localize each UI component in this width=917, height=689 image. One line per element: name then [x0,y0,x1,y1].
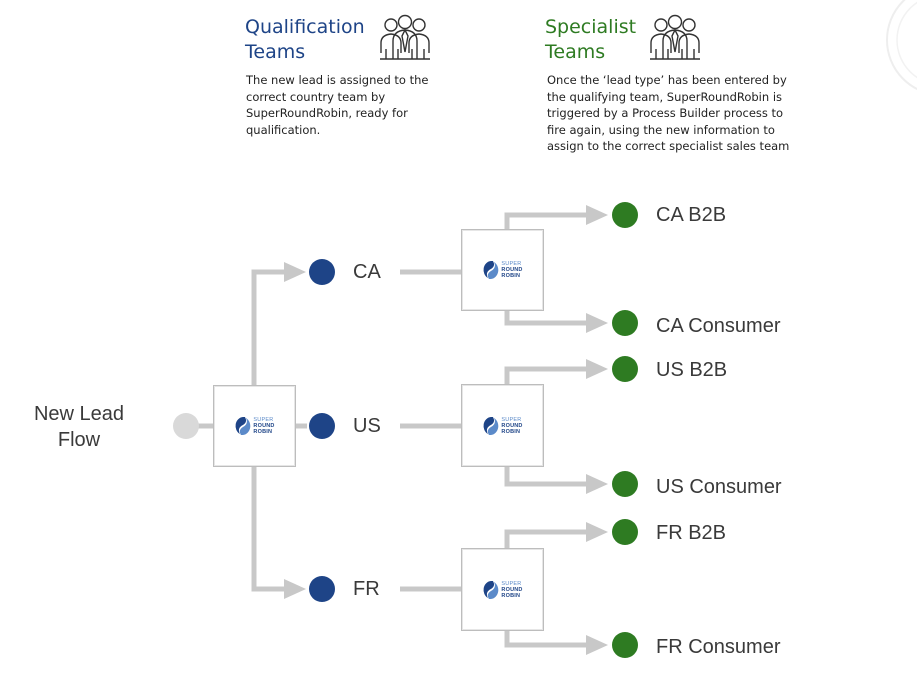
team-label-fr-b2b: FR B2B [656,522,727,544]
connector-fr-consumer [504,629,590,648]
arrowhead-ca-consumer [586,313,608,333]
superroundrobin-swirl-icon [483,261,498,279]
node-us-b2b [612,356,638,382]
start-label: New Lead Flow [33,403,125,451]
specialist-title: Specialist Teams [545,15,636,65]
country-label-fr: FR [353,578,380,600]
arrowhead-ca [284,262,306,282]
qualification-title: Qualification Teams [245,15,365,65]
arrowhead-fr-b2b [586,522,608,542]
specialist-title-line1: Specialist [545,16,637,38]
node-ca [309,259,335,285]
people-group-icon [648,13,702,68]
team-label-us-consumer: US Consumer [656,476,782,498]
specialist-description: Once the ‘lead type’ has been entered by… [547,73,790,153]
specialist-title-line2: Teams [545,41,606,63]
connector-us-consumer [504,465,590,487]
start-node [173,413,199,439]
connector-fr-b2b [504,529,590,548]
arrowhead-us-b2b [586,359,608,379]
connector-ca [251,269,288,385]
qualification-title-line1: Qualification [245,16,365,38]
superroundrobin-swirl-icon [483,580,498,599]
superroundrobin-swirl-icon [483,416,498,435]
arrowhead-us-consumer [586,474,608,494]
qualification-description: The new lead is assigned to the correct … [246,73,429,137]
team-label-ca-b2b: CA B2B [656,204,727,226]
decorative-watermark [882,0,917,125]
node-fr-consumer [612,632,638,658]
node-ca-consumer [612,310,638,336]
node-fr [309,576,335,602]
country-label-us: US [353,415,381,437]
arrowhead-fr [284,579,306,599]
country-label-ca: CA [353,261,381,283]
connector-fr [251,466,288,592]
arrowhead-fr-consumer [586,635,608,655]
node-us-consumer [612,471,638,497]
superroundrobin-swirl-icon [235,417,250,435]
team-label-fr-consumer: FR Consumer [656,636,781,658]
connector-ca-consumer [504,309,590,326]
people-group-icon [378,13,432,68]
connector-us-b2b [504,366,590,384]
arrowhead-ca-b2b [586,205,608,225]
team-label-us-b2b: US B2B [656,359,728,381]
connector-ca-b2b [504,212,590,229]
node-ca-b2b [612,202,638,228]
team-label-ca-consumer: CA Consumer [656,315,781,337]
node-us [309,413,335,439]
node-fr-b2b [612,519,638,545]
qualification-title-line2: Teams [245,41,306,63]
